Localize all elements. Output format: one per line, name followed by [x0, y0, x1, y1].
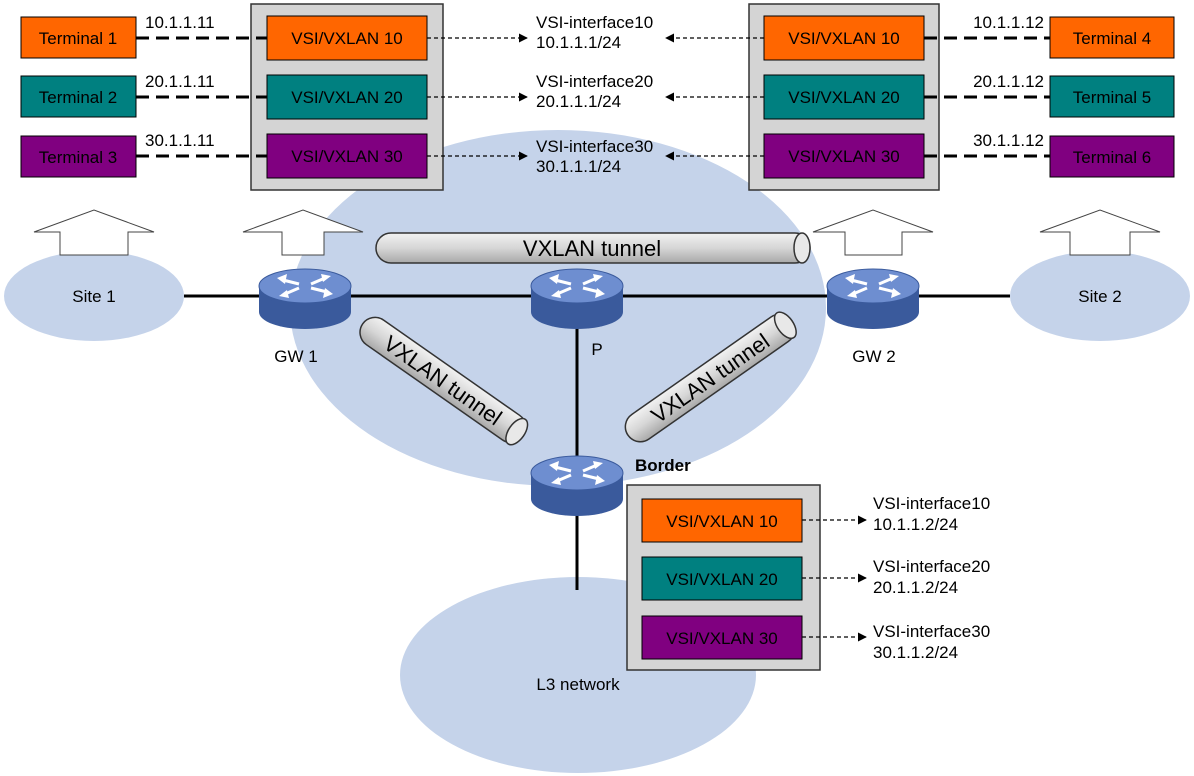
l3-network-label: L3 network: [536, 675, 620, 694]
tunnel-top: [375, 232, 811, 264]
terminal1-box: [20, 16, 137, 59]
gw1-vsi30-box: [266, 133, 428, 179]
terminal4-box: [1049, 16, 1175, 59]
terminal2-box: [20, 75, 137, 118]
gw1-switch-icon: [257, 267, 353, 331]
gw1-vsi30-label: VSI/VXLAN 30: [291, 147, 403, 166]
gw2-up-arrow: [812, 209, 934, 256]
gw-interface20-name: VSI-interface20: [536, 72, 653, 91]
gw-interface10-addr: 10.1.1.1/24: [536, 33, 621, 52]
border-vsi30-label: VSI/VXLAN 30: [666, 629, 778, 648]
border-vsi20-label: VSI/VXLAN 20: [666, 570, 778, 589]
gw2-vsi30-label: VSI/VXLAN 30: [788, 147, 900, 166]
border-interface20-name: VSI-interface20: [873, 557, 990, 576]
border-interface30-addr: 30.1.1.2/24: [873, 643, 958, 662]
terminal2-ip: 20.1.1.11: [145, 72, 215, 91]
terminal1-label: Terminal 1: [39, 29, 117, 48]
gw1-vsi10-label: VSI/VXLAN 10: [291, 29, 403, 48]
tunnel-top-label: VXLAN tunnel: [523, 236, 661, 261]
border-vsi10-box: [641, 498, 803, 543]
gw1-vsi20-box: [266, 74, 428, 120]
terminal3-label: Terminal 3: [39, 148, 117, 167]
gw2-vsi20-box: [763, 74, 925, 120]
border-switch-icon: [529, 454, 625, 518]
gw1-label: GW 1: [274, 347, 317, 366]
border-interface20-addr: 20.1.1.2/24: [873, 578, 958, 597]
terminal5-label: Terminal 5: [1073, 88, 1151, 107]
terminal2-label: Terminal 2: [39, 88, 117, 107]
terminal5-ip: 20.1.1.12: [973, 72, 1044, 91]
gw-interface30-addr: 30.1.1.1/24: [536, 157, 621, 176]
border-label: Border: [635, 456, 691, 475]
gw-interface30-name: VSI-interface30: [536, 137, 653, 156]
gw1-up-arrow: [242, 209, 364, 256]
site2-up-arrow: [1039, 209, 1161, 256]
terminal4-label: Terminal 4: [1073, 29, 1151, 48]
terminal1-ip: 10.1.1.11: [145, 13, 215, 32]
p-label: P: [591, 340, 602, 359]
site1-up-arrow: [33, 209, 155, 256]
border-vsi10-label: VSI/VXLAN 10: [666, 512, 778, 531]
terminal6-box: [1049, 135, 1175, 178]
gw2-switch-icon: [825, 267, 921, 331]
gw2-label: GW 2: [852, 347, 895, 366]
gw2-vsi30-box: [763, 133, 925, 179]
border-vsi20-box: [641, 556, 803, 601]
site2-cloud: [1010, 251, 1190, 341]
terminal6-ip: 30.1.1.12: [973, 131, 1044, 150]
border-interface30-name: VSI-interface30: [873, 622, 990, 641]
gw2-vsi10-box: [763, 15, 925, 61]
terminal5-box: [1049, 75, 1175, 118]
gw2-vsi20-label: VSI/VXLAN 20: [788, 88, 900, 107]
border-vsi30-box: [641, 615, 803, 660]
gw2-vsi10-label: VSI/VXLAN 10: [788, 29, 900, 48]
site2-label: Site 2: [1078, 287, 1121, 306]
gw-interface20-addr: 20.1.1.1/24: [536, 92, 621, 111]
site1-label: Site 1: [72, 287, 115, 306]
terminal4-ip: 10.1.1.12: [973, 13, 1044, 32]
gw1-vsi10-box: [266, 15, 428, 61]
site1-cloud: [4, 251, 184, 341]
border-interface10-addr: 10.1.1.2/24: [873, 515, 958, 534]
gw1-vsi20-label: VSI/VXLAN 20: [291, 88, 403, 107]
gw-interface10-name: VSI-interface10: [536, 13, 653, 32]
border-interface10-name: VSI-interface10: [873, 494, 990, 513]
terminal3-box: [20, 135, 137, 178]
terminal3-ip: 30.1.1.11: [145, 131, 215, 150]
p-switch-icon: [529, 267, 625, 331]
terminal6-label: Terminal 6: [1073, 148, 1151, 167]
